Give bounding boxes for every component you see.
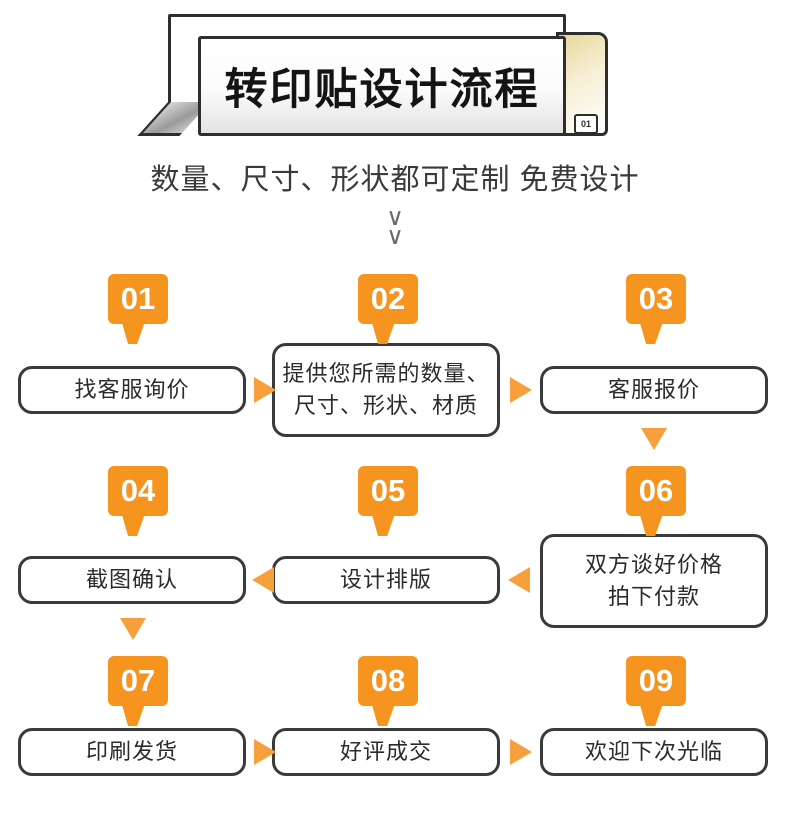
chevron-down-icon-2: ∨: [386, 222, 404, 250]
step-node-09[interactable]: 欢迎下次光临: [540, 728, 768, 776]
subtitle: 数量、尺寸、形状都可定制 免费设计: [150, 164, 640, 196]
title-corner-badge: 01: [574, 114, 598, 134]
step-badge-08: 08: [358, 656, 418, 706]
step-badge-06: 06: [626, 466, 686, 516]
step-badge-03: 03: [626, 274, 686, 324]
page-title: 转印贴设计流程: [224, 66, 540, 114]
connector-arrow-08-09: [510, 739, 532, 765]
connector-arrow-01-02: [254, 377, 276, 403]
title-front-panel: 转印贴设计流程: [198, 36, 566, 136]
step-badge-01: 01: [108, 274, 168, 324]
step-node-04[interactable]: 截图确认: [18, 556, 246, 604]
step-badge-04: 04: [108, 466, 168, 516]
connector-arrow-04-07: [120, 618, 146, 640]
chevron-down-icon-1: ∨: [386, 203, 404, 231]
step-badge-09: 09: [626, 656, 686, 706]
step-node-02[interactable]: 提供您所需的数量、 尺寸、形状、材质: [272, 343, 500, 437]
connector-arrow-06-05: [508, 567, 530, 593]
title-banner: 转印贴设计流程 01: [137, 14, 608, 136]
step-node-06[interactable]: 双方谈好价格 拍下付款: [540, 534, 768, 628]
connector-arrow-07-08: [254, 739, 276, 765]
step-node-01[interactable]: 找客服询价: [18, 366, 246, 414]
connector-arrow-05-04: [252, 567, 274, 593]
step-badge-02: 02: [358, 274, 418, 324]
chevron-down-icon-group: ∨ ∨: [0, 203, 790, 250]
step-badge-07: 07: [108, 656, 168, 706]
step-node-03[interactable]: 客服报价: [540, 366, 768, 414]
connector-arrow-02-03: [510, 377, 532, 403]
step-node-07[interactable]: 印刷发货: [18, 728, 246, 776]
step-node-08[interactable]: 好评成交: [272, 728, 500, 776]
step-node-05[interactable]: 设计排版: [272, 556, 500, 604]
step-badge-05: 05: [358, 466, 418, 516]
connector-arrow-03-06: [641, 428, 667, 450]
